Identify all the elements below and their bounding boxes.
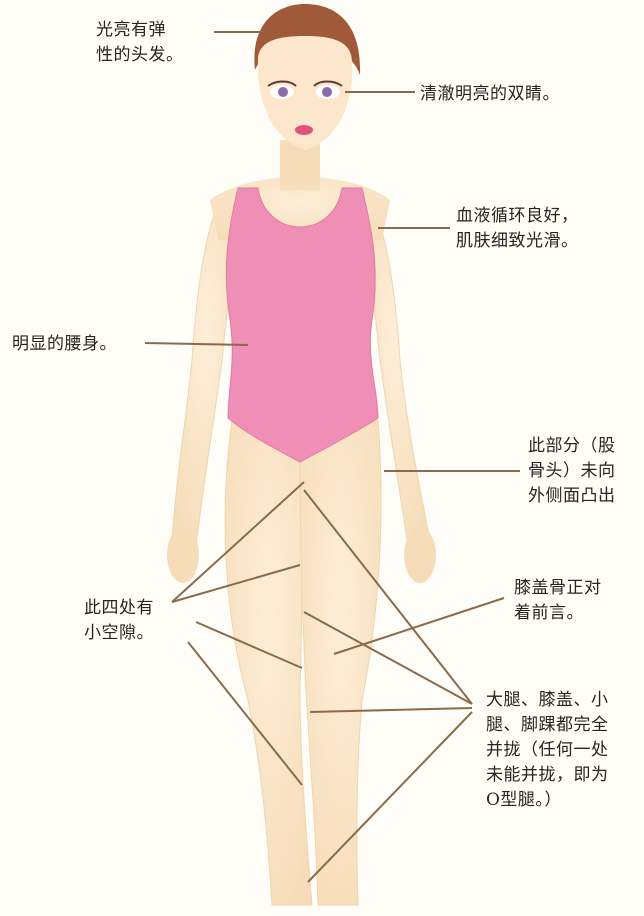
eyes-annotation: 清澈明亮的双睛。 (420, 82, 560, 107)
torso (210, 176, 390, 462)
swimsuit (226, 188, 378, 462)
femur-annotation-line-1: 此部分（股 (528, 434, 616, 459)
hair-annotation: 光亮有弹 性的头发。 (96, 18, 184, 68)
left-leg (225, 420, 312, 905)
gaps-annotation-line-2: 小空隙。 (84, 621, 154, 646)
kneecap-annotation-line-1: 膝盖骨正对 (514, 576, 602, 601)
head (254, 4, 360, 190)
waist-annotation: 明显的腰身。 (12, 332, 117, 357)
eyes-annotation-line-1: 清澈明亮的双睛。 (420, 82, 560, 107)
legs-together-annotation: 大腿、膝盖、小 腿、脚踝都完全 并拢（任何一处 未能并拢，即为 O型腿。） (486, 688, 609, 813)
legs-annotation-line-4: 未能并拢，即为 (486, 763, 609, 788)
lips-icon (295, 125, 313, 135)
legs-annotation-line-3: 并拢（任何一处 (486, 738, 609, 763)
legs-annotation-line-2: 腿、脚踝都完全 (486, 713, 609, 738)
legs-annotation-line-1: 大腿、膝盖、小 (486, 688, 609, 713)
right-hand (404, 527, 436, 583)
gaps-annotation: 此四处有 小空隙。 (84, 596, 154, 646)
kneecap-annotation-line-2: 着前言。 (514, 601, 602, 626)
hair-annotation-line-2: 性的头发。 (96, 43, 184, 68)
kneecap-annotation: 膝盖骨正对 着前言。 (514, 576, 602, 626)
gaps-annotation-line-1: 此四处有 (84, 596, 154, 621)
skin-annotation-line-2: 肌肤细致光滑。 (456, 229, 579, 254)
femur-annotation-line-3: 外侧面凸出 (528, 484, 616, 509)
legs (225, 420, 381, 905)
right-leg (300, 420, 381, 905)
skin-annotation: 血液循环良好， 肌肤细致光滑。 (456, 204, 579, 254)
legs-annotation-line-5: O型腿。） (486, 788, 609, 813)
waist-annotation-line-1: 明显的腰身。 (12, 332, 117, 357)
left-hand (167, 527, 199, 583)
femur-annotation: 此部分（股 骨头）未向 外侧面凸出 (528, 434, 616, 509)
skin-annotation-line-1: 血液循环良好， (456, 204, 579, 229)
hair-annotation-line-1: 光亮有弹 (96, 18, 184, 43)
femur-annotation-line-2: 骨头）未向 (528, 459, 616, 484)
